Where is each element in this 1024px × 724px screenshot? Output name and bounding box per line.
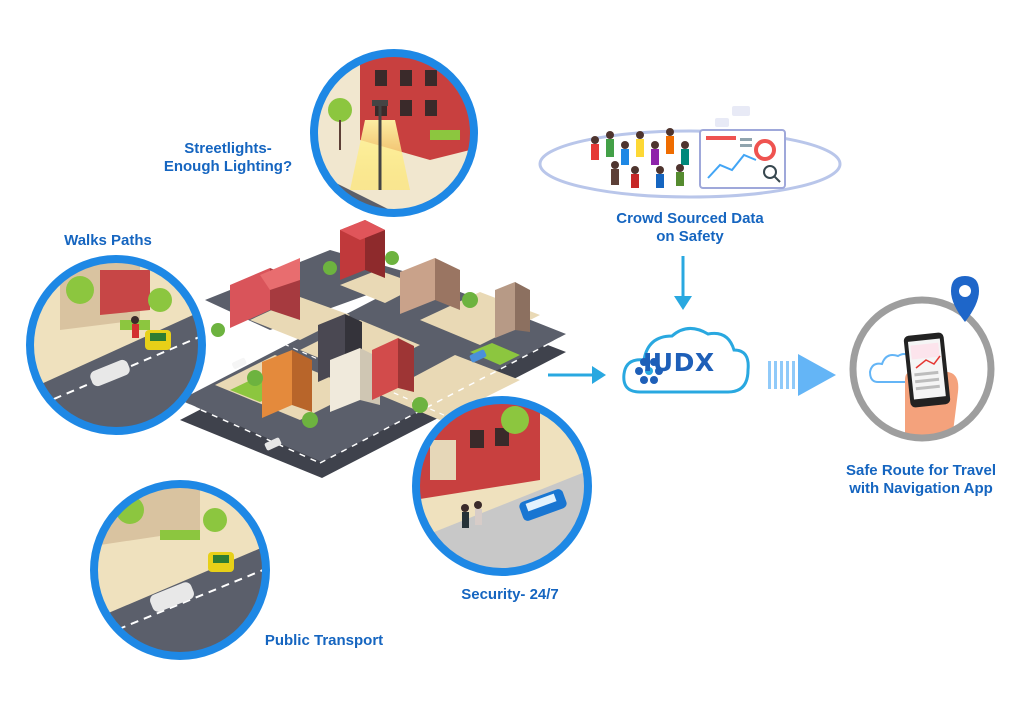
arrow-right-icon xyxy=(768,354,836,396)
navigation-app-circle xyxy=(849,276,995,442)
safe-route-label-line-1: Safe Route for Travel xyxy=(845,462,997,479)
walk-paths-label: Walks Paths xyxy=(64,232,152,249)
walk-paths-circle xyxy=(26,255,206,435)
people-crowd-icon xyxy=(591,128,689,188)
crowd-data-label-line-1: Crowd Sourced Data xyxy=(616,210,764,227)
public-transport-label: Public Transport xyxy=(264,632,384,649)
crowd-sourced-data-graphic xyxy=(538,106,842,199)
location-pin-icon xyxy=(951,276,979,322)
security-circle xyxy=(412,396,592,576)
streetlights-label-line-2: Enough Lighting? xyxy=(163,158,293,175)
iudx-logo-text: IUDX xyxy=(643,348,715,377)
crowd-data-label: Crowd Sourced Data on Safety xyxy=(590,210,790,246)
security-label: Security- 24/7 xyxy=(461,586,559,603)
smartphone-icon xyxy=(903,332,951,408)
streetlights-label-line-1: Streetlights- xyxy=(184,140,272,157)
city-map xyxy=(180,220,566,478)
arrow-right-city-icon xyxy=(548,366,606,384)
safe-route-label-line-2: with Navigation App xyxy=(849,480,993,497)
dashboard-monitor-icon xyxy=(699,106,786,189)
public-transport-circle xyxy=(90,480,270,660)
streetlights-circle xyxy=(310,49,478,217)
cloud-icon xyxy=(622,327,750,394)
arrow-down-icon xyxy=(674,256,692,310)
crowd-data-label-line-2: on Safety xyxy=(656,228,724,245)
iudx-logo-icon xyxy=(635,358,663,384)
streetlights-label: Streetlights- Enough Lighting? xyxy=(138,140,318,176)
safe-route-label: Safe Route for Travel with Navigation Ap… xyxy=(826,462,1016,498)
